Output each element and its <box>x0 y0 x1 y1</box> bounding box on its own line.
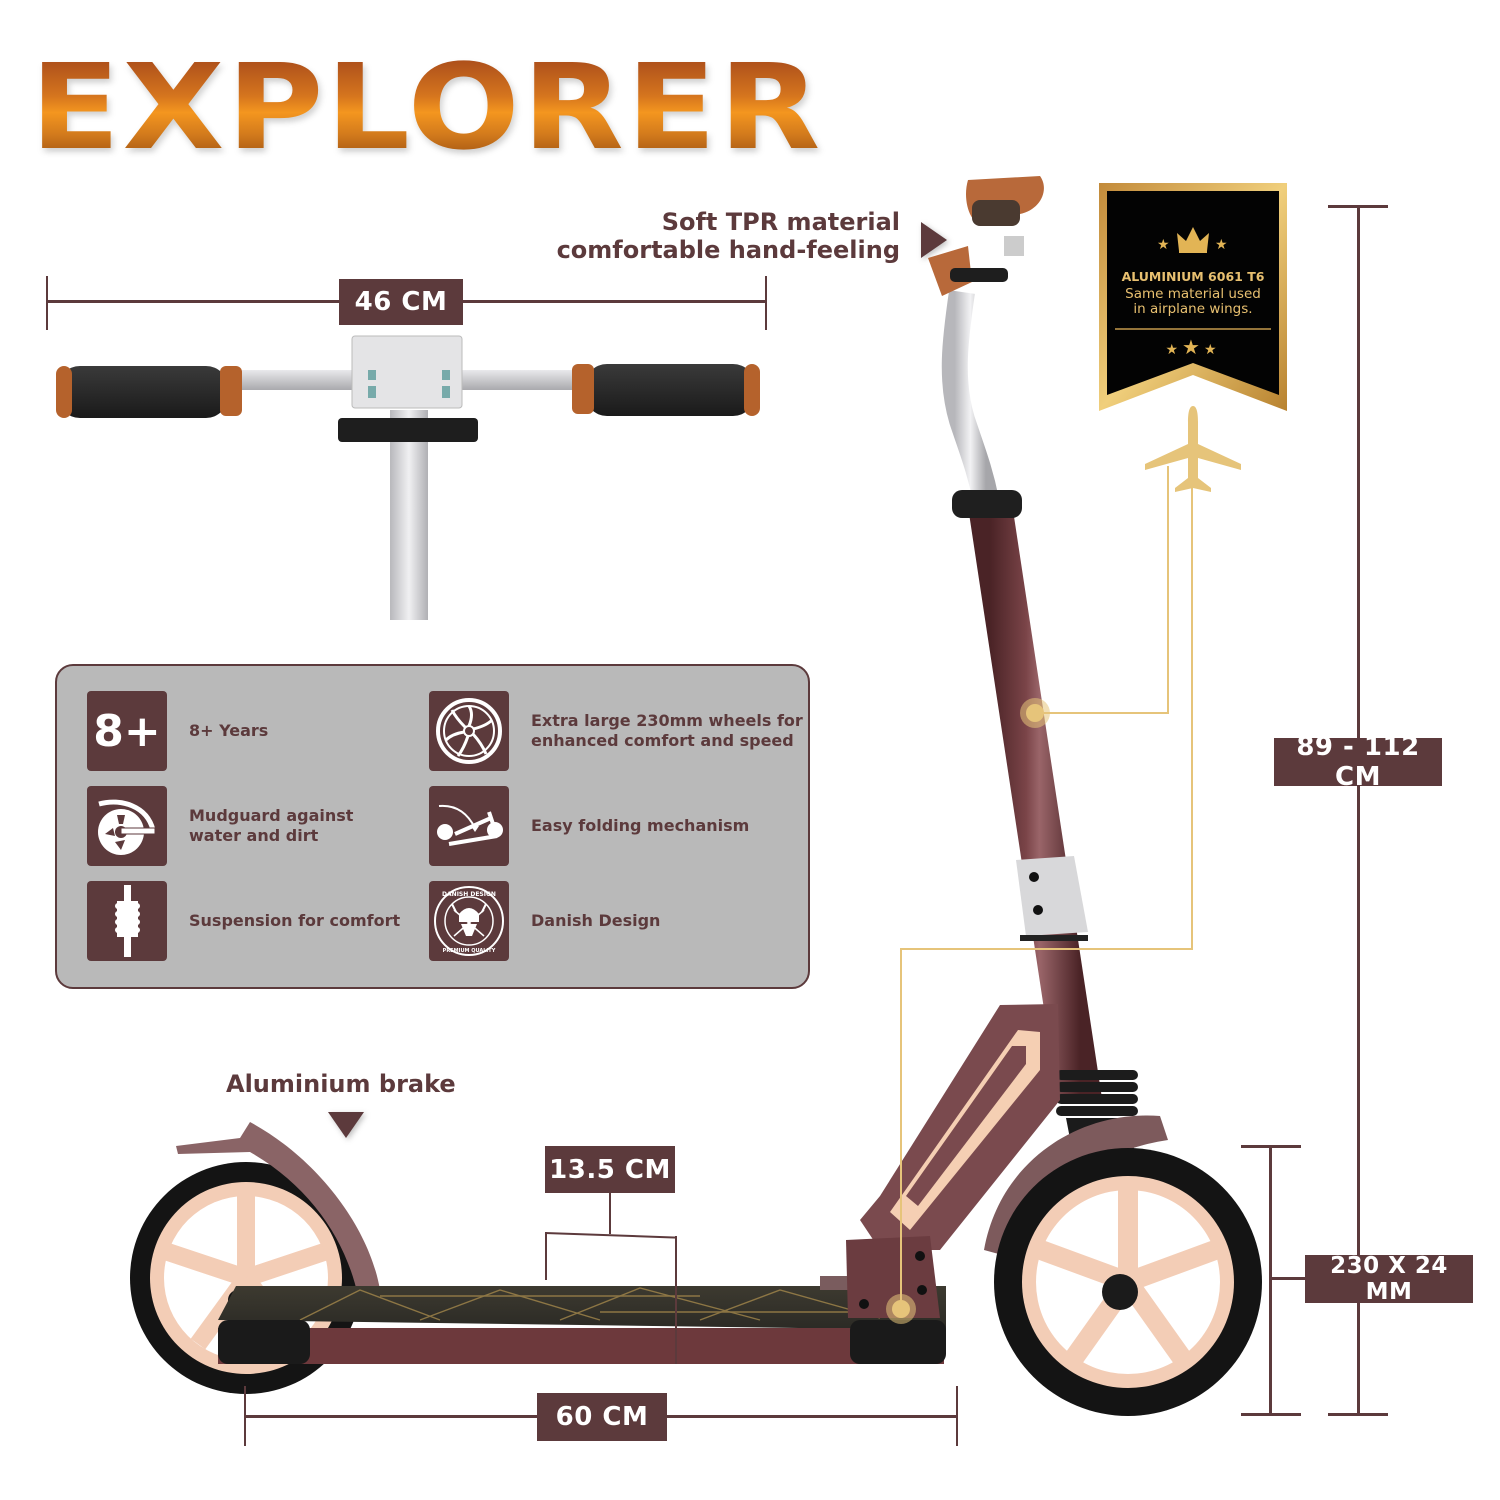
brake-callout: Aluminium brake <box>226 1070 456 1098</box>
grip-callout: Soft TPR material comfortable hand-feeli… <box>550 208 900 264</box>
grip-callout-line1: Soft TPR material <box>661 208 900 236</box>
feature-label: Danish Design <box>531 911 661 930</box>
wheel-dimension-connector <box>1269 1277 1309 1280</box>
callout-arrow-down-icon <box>328 1112 364 1138</box>
callout-line <box>1191 486 1193 950</box>
handlebar-width-label: 46 CM <box>339 279 463 325</box>
suspension-icon <box>87 881 167 961</box>
crown-icon: ★ ★ <box>1099 223 1287 261</box>
aluminium-badge: ★ ★ ALUMINIUM 6061 T6 Same material used… <box>1099 183 1287 413</box>
svg-text:★: ★ <box>1215 237 1228 253</box>
age-8plus-icon: 8+ <box>87 691 167 771</box>
svg-text:DANISH DESIGN: DANISH DESIGN <box>442 891 496 898</box>
feature-label: Easy folding mechanism <box>531 816 750 835</box>
height-range-label: 89 - 112 CM <box>1274 732 1442 792</box>
callout-line <box>1034 712 1169 714</box>
danish-design-icon: DANISH DESIGN PREMIUM QUALITY <box>429 881 509 961</box>
feature-age: 8+ 8+ Years <box>87 691 268 771</box>
deck-length-label: 60 CM <box>537 1393 667 1441</box>
callout-line <box>900 948 902 1308</box>
svg-text:PREMIUM QUALITY: PREMIUM QUALITY <box>443 948 496 954</box>
badge-line2: in airplane wings. <box>1133 301 1253 317</box>
height-dimension-line <box>1357 205 1360 1415</box>
dimension-tick <box>46 276 48 330</box>
callout-line <box>1167 466 1169 714</box>
wheel-dimension-line <box>1269 1145 1272 1415</box>
callout-line <box>900 948 1193 950</box>
feature-wheels: Extra large 230mm wheels for enhanced co… <box>429 691 803 771</box>
feature-suspension: Suspension for comfort <box>87 881 400 961</box>
badge-ribbon-shape <box>1099 183 1287 411</box>
svg-text:★: ★ <box>1157 237 1170 253</box>
dimension-tick <box>545 1232 547 1280</box>
badge-line1: Same material used <box>1125 286 1261 302</box>
handlebar-illustration <box>56 335 760 620</box>
dimension-tick <box>675 1236 677 1364</box>
badge-title: ALUMINIUM 6061 T6 <box>1121 269 1265 284</box>
feature-danish-design: DANISH DESIGN PREMIUM QUALITY Danish Des… <box>429 881 660 961</box>
feature-label: Extra large 230mm wheels for enhanced co… <box>531 711 803 750</box>
features-panel: 8+ 8+ Years Extra large 230mm wheels for… <box>55 664 810 989</box>
deck-width-connector <box>609 1192 611 1234</box>
feature-folding: Easy folding mechanism <box>429 786 749 866</box>
feature-label: Suspension for comfort <box>189 911 401 930</box>
mudguard-icon <box>87 786 167 866</box>
grip-callout-line2: comfortable hand-feeling <box>556 236 900 264</box>
wheel-icon <box>429 691 509 771</box>
airplane-icon <box>1145 406 1241 492</box>
callout-arrow-right-icon <box>921 222 947 258</box>
folding-icon <box>429 786 509 866</box>
feature-label: 8+ Years <box>189 721 269 740</box>
wheel-size-label: 230 X 24 MM <box>1305 1253 1473 1305</box>
feature-label: Mudguard against water and dirt <box>189 806 354 845</box>
feature-mudguard: Mudguard against water and dirt <box>87 786 353 866</box>
product-title: EXPLORER <box>30 38 823 176</box>
callout-dot <box>1026 704 1044 722</box>
stars-icon: ★★★ <box>1165 335 1221 359</box>
dimension-tick <box>765 276 767 330</box>
callout-dot <box>892 1300 910 1318</box>
deck-width-label: 13.5 CM <box>545 1146 675 1193</box>
